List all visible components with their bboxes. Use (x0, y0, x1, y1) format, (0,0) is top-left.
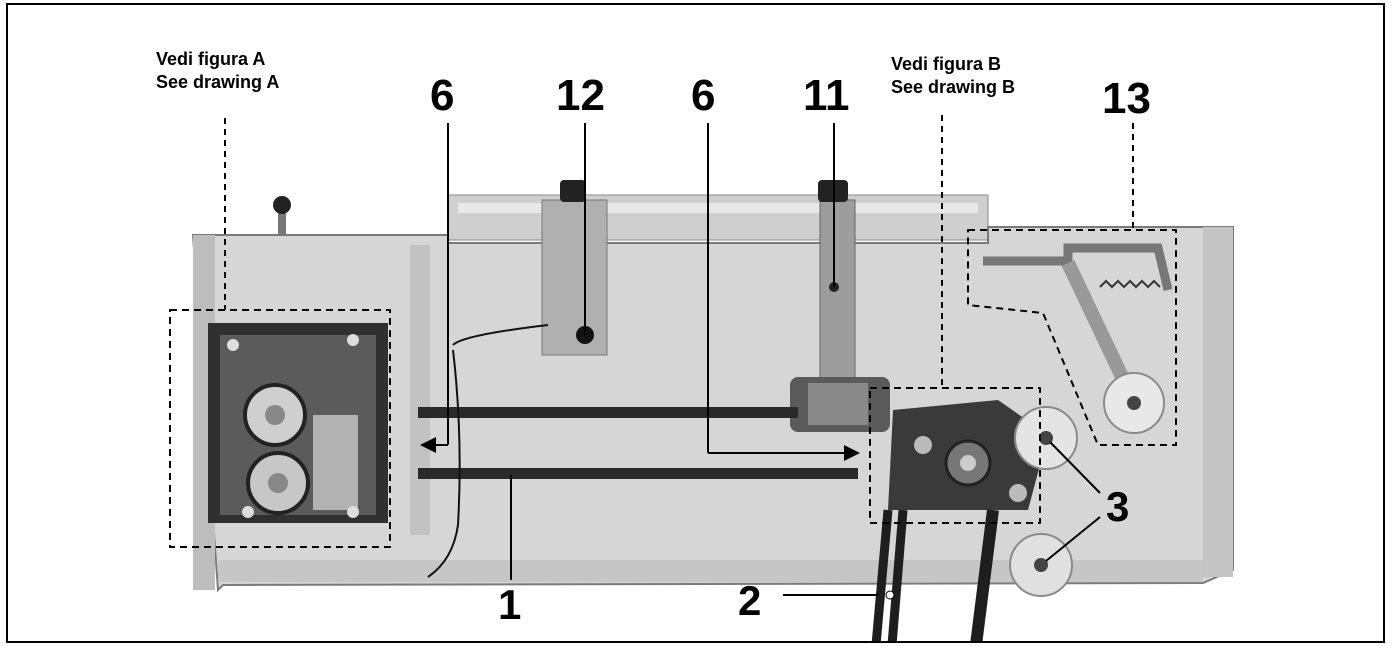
knob-stem (278, 210, 286, 235)
callout-6-right: 6 (691, 71, 715, 120)
chassis-divider (410, 245, 430, 535)
motor-screw-icon (242, 506, 254, 518)
belt-drop-right (970, 509, 999, 641)
drawing-a-box (169, 309, 391, 548)
pulley-upper-hub (1039, 431, 1053, 445)
belt-drop-left (871, 509, 908, 641)
bracket-12 (541, 199, 608, 356)
motor-screw-icon (347, 506, 359, 518)
callout-11: 11 (803, 71, 850, 120)
tensioner-pulley-hub (960, 455, 976, 471)
upper-belt (418, 407, 798, 418)
callout-2: 2 (738, 577, 761, 624)
bracket-12-cap (560, 180, 586, 202)
mechanism-illustration: Vedi figura A See drawing A Vedi figura … (156, 49, 1234, 641)
motor-body (313, 415, 358, 510)
chassis-right-edge (1203, 227, 1233, 577)
callout-12: 12 (556, 71, 605, 120)
callout-3: 3 (1106, 483, 1129, 530)
motor-screw-icon (227, 339, 239, 351)
item-13-box (967, 229, 1177, 446)
pulley-lower-hub (1034, 558, 1048, 572)
leader-3-lower (1045, 516, 1101, 562)
idler-pulley-hub (1127, 396, 1141, 410)
drawing-b-ref-line2: See drawing B (891, 77, 1015, 97)
leader-2-dot-icon (885, 590, 895, 600)
tensioner-screw-icon (1009, 484, 1027, 502)
drive-gear-lower-hub (268, 473, 288, 493)
callout-13: 13 (1102, 74, 1151, 123)
arrowhead-6-right-icon (844, 445, 860, 461)
drawing-b-box (869, 387, 1041, 524)
drawing-b-ref-line1: Vedi figura B (891, 54, 1001, 74)
top-rail-highlight (458, 203, 978, 213)
top-rail (447, 194, 989, 241)
carriage-block-face (808, 383, 868, 425)
lower-belt (418, 468, 858, 479)
spring-arm (983, 243, 1173, 292)
motor-screw-icon (347, 334, 359, 346)
leader-3-upper (1049, 441, 1101, 494)
drive-gear-upper-hub (265, 405, 285, 425)
callout-6-left: 6 (430, 71, 454, 120)
arrowhead-6-left-icon (420, 437, 436, 453)
spring-icon (1099, 279, 1161, 289)
lever-11 (819, 199, 856, 401)
drawing-a-ref-line1: Vedi figura A (156, 49, 265, 69)
wire (427, 324, 549, 578)
tensioner-screw-icon (914, 436, 932, 454)
chassis-bottom-lip (218, 560, 1203, 582)
drawing-a-ref-line2: See drawing A (156, 72, 279, 92)
callout-1: 1 (498, 581, 521, 628)
knob-icon (273, 196, 291, 214)
diagram-frame: Vedi figura A See drawing A Vedi figura … (6, 3, 1385, 643)
